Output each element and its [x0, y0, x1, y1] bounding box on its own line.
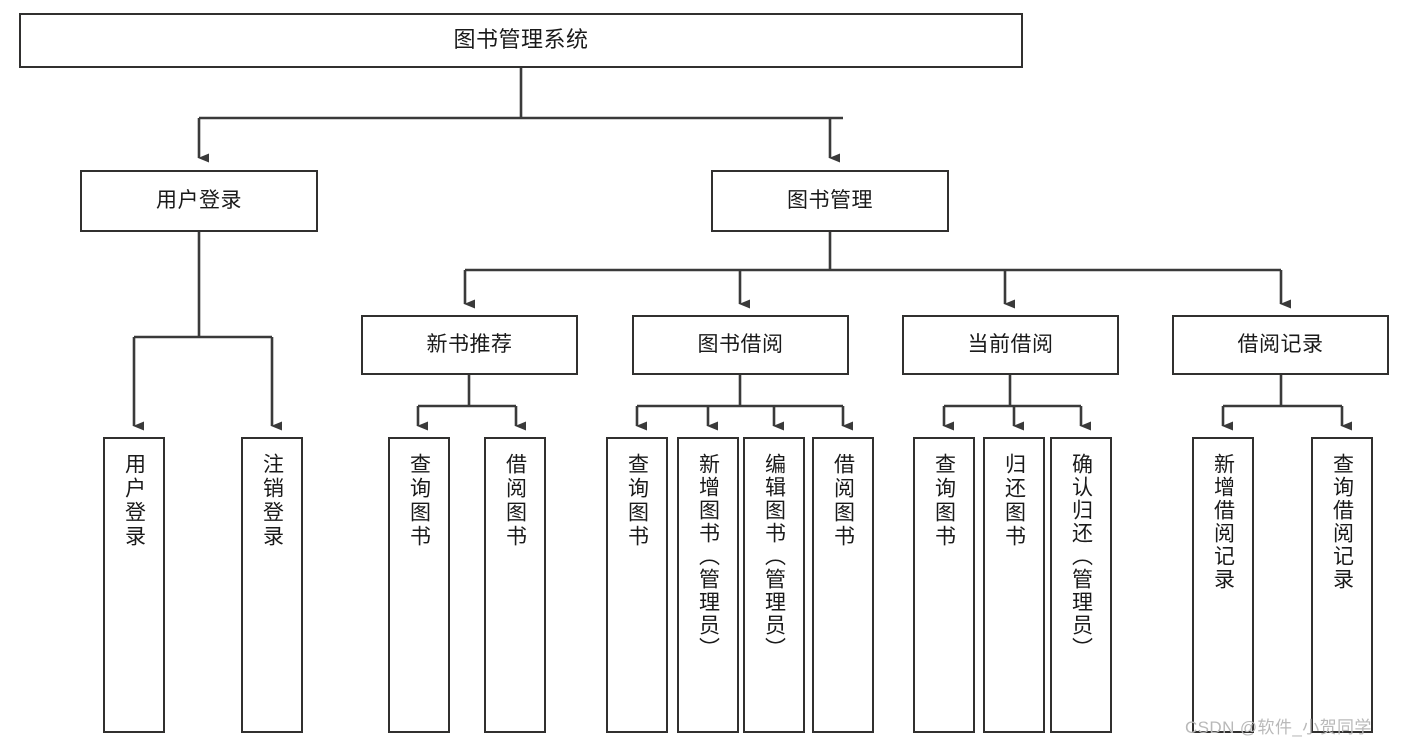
node-leaf-confirm-return-admin[interactable]: 确认归还（管理员）	[1050, 437, 1112, 733]
node-label: 借阅图书	[831, 453, 855, 549]
node-new-book-recommend[interactable]: 新书推荐	[361, 315, 578, 375]
node-label: 注销登录	[260, 453, 284, 549]
node-leaf-borrow-book-recommend[interactable]: 借阅图书	[484, 437, 546, 733]
node-label: 新增图书（管理员）	[696, 453, 720, 660]
node-leaf-query-book-current[interactable]: 查询图书	[913, 437, 975, 733]
node-label: 新增借阅记录	[1211, 453, 1235, 591]
node-leaf-add-borrow-record[interactable]: 新增借阅记录	[1192, 437, 1254, 733]
node-user-login[interactable]: 用户登录	[80, 170, 318, 232]
node-label: 查询借阅记录	[1330, 453, 1354, 591]
node-leaf-user-logout[interactable]: 注销登录	[241, 437, 303, 733]
node-leaf-user-login[interactable]: 用户登录	[103, 437, 165, 733]
node-label: 借阅记录	[1237, 332, 1324, 356]
node-label: 图书管理系统	[453, 27, 589, 53]
node-label: 当前借阅	[967, 332, 1054, 356]
node-label: 新书推荐	[426, 332, 513, 356]
csdn-watermark: CSDN @软件_小贺同学	[1185, 718, 1372, 737]
node-root-system[interactable]: 图书管理系统	[19, 13, 1023, 68]
node-leaf-borrow-book[interactable]: 借阅图书	[812, 437, 874, 733]
node-leaf-query-borrow-record[interactable]: 查询借阅记录	[1311, 437, 1373, 733]
node-leaf-query-book-recommend[interactable]: 查询图书	[388, 437, 450, 733]
node-leaf-edit-book-admin[interactable]: 编辑图书（管理员）	[743, 437, 805, 733]
node-leaf-query-book-borrow[interactable]: 查询图书	[606, 437, 668, 733]
node-label: 图书借阅	[697, 332, 784, 356]
node-label: 借阅图书	[503, 453, 527, 549]
node-book-management[interactable]: 图书管理	[711, 170, 949, 232]
node-label: 图书管理	[787, 188, 873, 212]
node-current-borrow[interactable]: 当前借阅	[902, 315, 1119, 375]
node-borrow-record[interactable]: 借阅记录	[1172, 315, 1389, 375]
node-label: 查询图书	[932, 453, 956, 549]
node-label: 用户登录	[156, 188, 242, 212]
node-book-borrow[interactable]: 图书借阅	[632, 315, 849, 375]
node-label: 查询图书	[625, 453, 649, 549]
node-leaf-return-book[interactable]: 归还图书	[983, 437, 1045, 733]
node-label: 查询图书	[407, 453, 431, 549]
node-label: 归还图书	[1002, 453, 1026, 549]
node-label: 确认归还（管理员）	[1069, 453, 1093, 660]
node-label: 用户登录	[122, 453, 146, 549]
node-leaf-add-book-admin[interactable]: 新增图书（管理员）	[677, 437, 739, 733]
node-label: 编辑图书（管理员）	[762, 453, 786, 660]
